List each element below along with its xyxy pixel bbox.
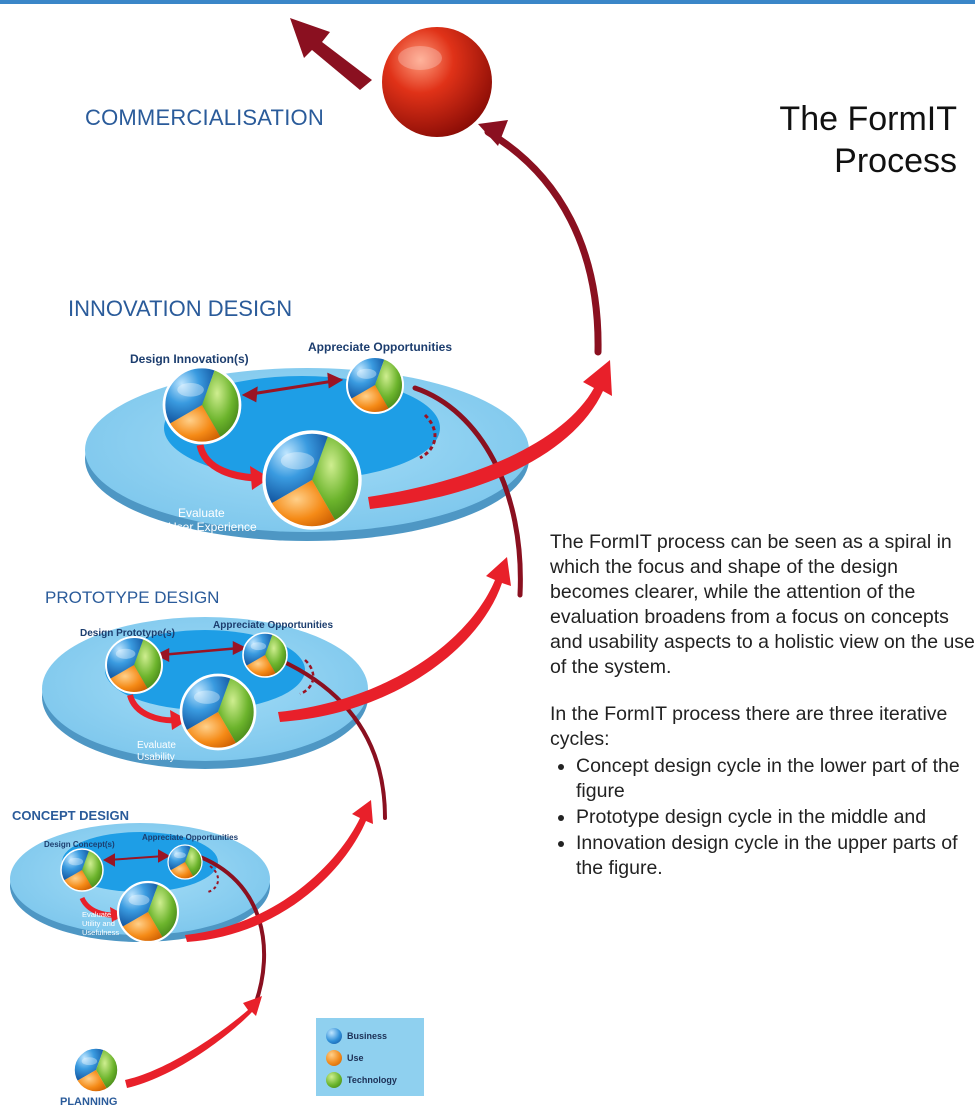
concept-evaluate-label: Evaluate xyxy=(82,910,111,919)
concept-design-label: Design Concept(s) xyxy=(44,840,115,849)
stage-label-planning: PLANNING xyxy=(60,1096,117,1108)
innovation-appreciate-sphere xyxy=(346,356,404,414)
innovation-design-label: Design Innovation(s) xyxy=(130,352,249,366)
page-title-line-2: Process xyxy=(834,142,957,180)
prototype-appreciate-sphere xyxy=(242,632,288,678)
prototype-evaluate-sub-label: Usability xyxy=(137,752,175,763)
concept-evaluate-sub-label-2: Usefulness xyxy=(82,928,119,937)
innovation-evaluate-sphere xyxy=(262,430,362,530)
prototype-appreciate-label: Appreciate Opportunities xyxy=(213,620,333,631)
prototype-evaluate-label: Evaluate xyxy=(137,740,176,751)
prototype-cycle-arrows xyxy=(155,640,315,696)
innovation-evaluate-label: Evaluate xyxy=(178,506,225,520)
page-title: The FormIT Process xyxy=(779,98,957,182)
top-border xyxy=(0,0,975,4)
legend-label-technology: Technology xyxy=(347,1075,397,1085)
innovation-cycle-arrows xyxy=(241,372,437,460)
planning-sphere xyxy=(73,1047,119,1093)
stage-label-commercialisation: COMMERCIALISATION xyxy=(85,105,324,130)
description-bullet: Prototype design cycle in the middle and xyxy=(576,805,975,830)
commercialisation-arrow xyxy=(290,18,602,356)
page-title-line-1: The FormIT xyxy=(779,100,957,138)
description-bullet: Innovation design cycle in the upper par… xyxy=(576,831,975,881)
innovation-design-sphere xyxy=(162,365,242,445)
stage-label-prototype: PROTOTYPE DESIGN xyxy=(45,588,219,607)
description-paragraph-1: The FormIT process can be seen as a spir… xyxy=(550,531,975,678)
big-red-arrows xyxy=(125,360,612,1088)
concept-evaluate-sub-label-1: Utility and xyxy=(82,919,115,928)
legend: Business Use Technology xyxy=(316,1018,424,1096)
stage-label-innovation: INNOVATION DESIGN xyxy=(68,296,292,321)
legend-label-business: Business xyxy=(347,1031,388,1041)
legend-label-use: Use xyxy=(347,1053,364,1063)
prototype-evaluate-sphere xyxy=(179,673,257,751)
concept-cycle-arrows xyxy=(102,849,219,893)
description-paragraph-2: In the FormIT process there are three it… xyxy=(550,703,948,750)
innovation-evaluate-sub-label: User Experience xyxy=(168,520,257,534)
stage-label-concept: CONCEPT DESIGN xyxy=(12,808,129,823)
innovation-appreciate-label: Appreciate Opportunities xyxy=(308,340,452,354)
use-dot-icon xyxy=(326,1050,342,1066)
concept-evaluate-sphere xyxy=(116,880,180,944)
business-dot-icon xyxy=(326,1028,342,1044)
cycle-spheres xyxy=(60,356,404,1093)
concept-appreciate-label: Appreciate Opportunities xyxy=(142,833,239,842)
description: The FormIT process can be seen as a spir… xyxy=(550,530,975,882)
prototype-design-label: Design Prototype(s) xyxy=(80,628,175,639)
description-bullet-list: Concept design cycle in the lower part o… xyxy=(550,754,975,881)
concept-design-sphere xyxy=(60,848,104,892)
commercialisation-sphere xyxy=(382,27,492,137)
technology-dot-icon xyxy=(326,1072,342,1088)
description-bullet: Concept design cycle in the lower part o… xyxy=(576,754,975,804)
prototype-design-sphere xyxy=(105,636,163,694)
concept-appreciate-sphere xyxy=(167,844,203,880)
